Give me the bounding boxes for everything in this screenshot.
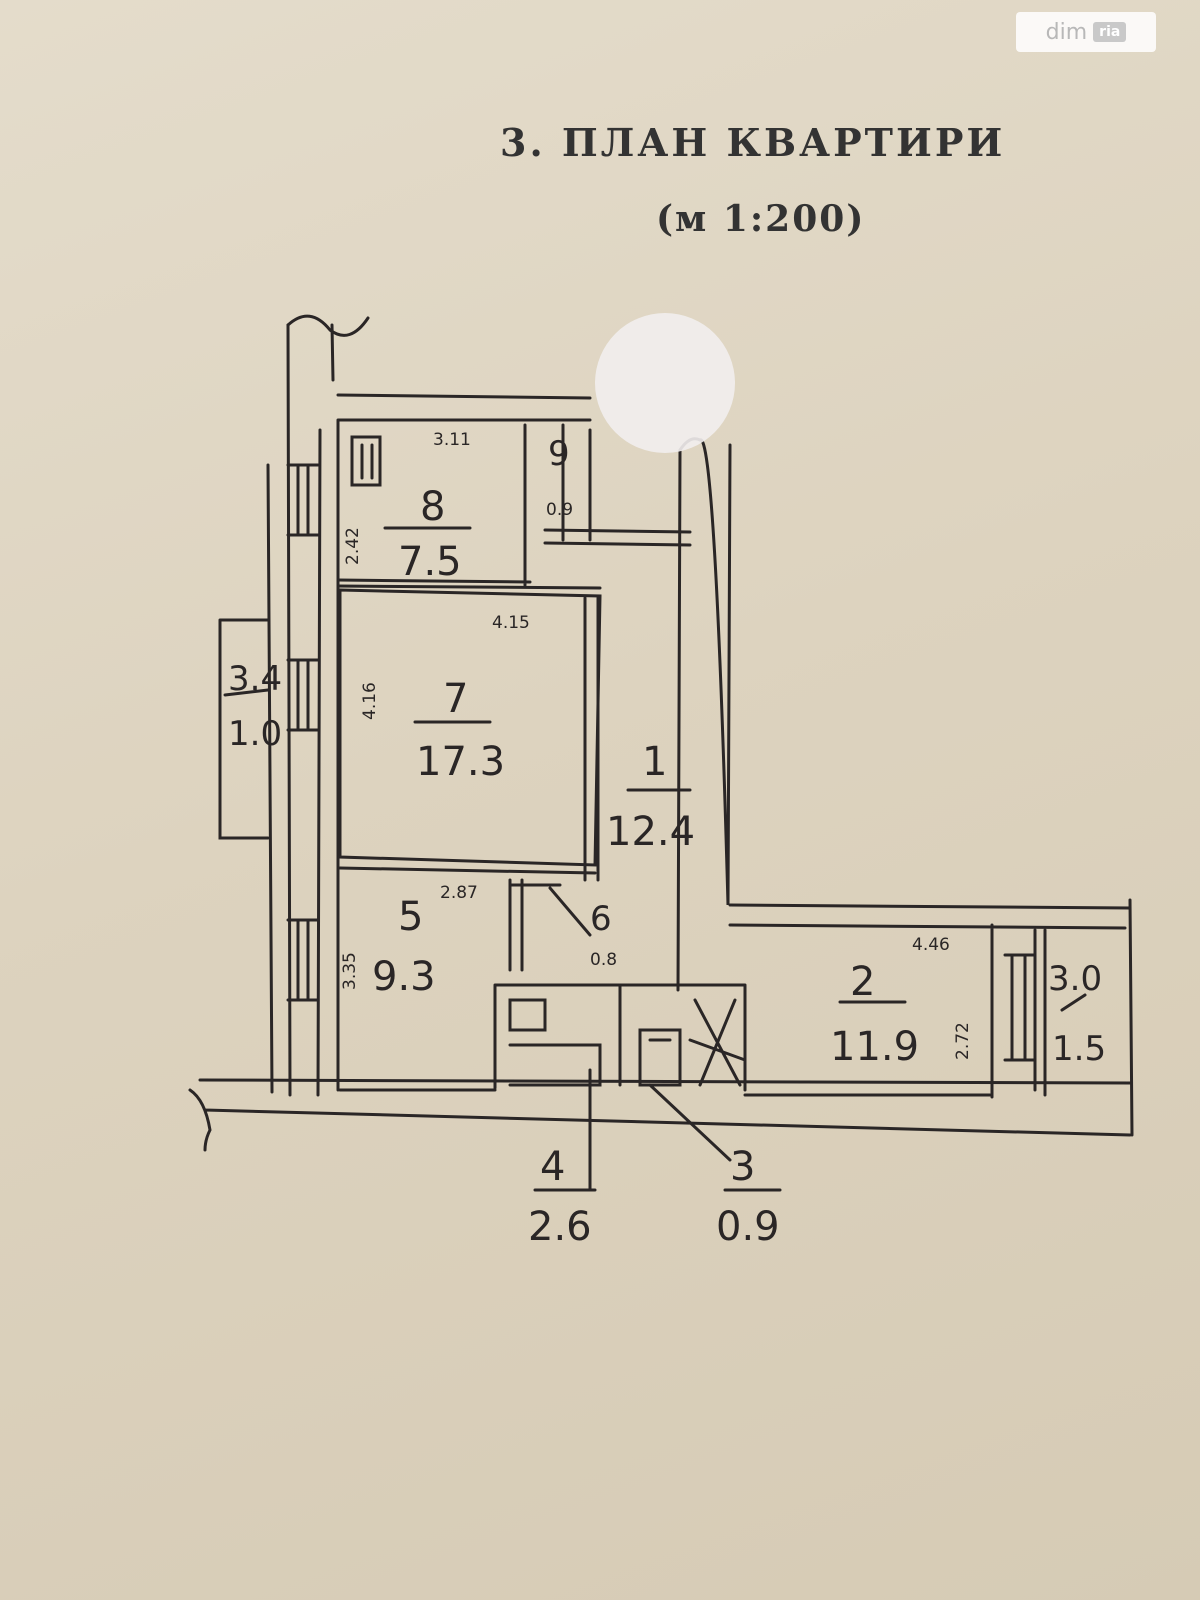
watermark-badge: ria bbox=[1093, 22, 1127, 42]
room-2-area: 11.9 bbox=[830, 1024, 919, 1070]
wall bbox=[728, 898, 1134, 1137]
room-2-number: 2 bbox=[850, 959, 875, 1005]
balcony-2-area: 1.5 bbox=[1052, 1029, 1106, 1069]
balcony-2-length: 3.0 bbox=[1048, 959, 1102, 999]
room-4-number: 4 bbox=[540, 1144, 565, 1190]
room-8-number: 8 bbox=[420, 484, 445, 530]
dim-room7-height: 4.16 bbox=[360, 682, 380, 720]
room-9-area: 0.9 bbox=[546, 500, 573, 520]
dim-room2-width: 4.46 bbox=[912, 935, 950, 955]
wall bbox=[338, 866, 597, 875]
wall bbox=[676, 437, 732, 992]
dim-room5-width: 2.87 bbox=[440, 883, 478, 903]
room-1-area: 12.4 bbox=[606, 809, 695, 855]
room-3-number: 3 bbox=[730, 1144, 755, 1190]
leader-line bbox=[548, 886, 732, 1192]
window bbox=[286, 463, 320, 537]
window bbox=[286, 658, 320, 732]
wall bbox=[286, 323, 335, 1097]
hatch bbox=[688, 998, 747, 1087]
wall bbox=[543, 528, 692, 547]
room-8-area: 7.5 bbox=[398, 539, 462, 585]
wall bbox=[583, 596, 600, 882]
room-4-area: 2.6 bbox=[528, 1204, 592, 1250]
dim-room5-height: 3.35 bbox=[340, 952, 360, 990]
balcony-wall bbox=[218, 618, 270, 840]
dim-room8-width: 3.11 bbox=[433, 430, 471, 450]
wall bbox=[336, 393, 592, 1092]
room-9-number: 9 bbox=[548, 434, 570, 474]
wall bbox=[188, 1078, 1132, 1152]
room-6-number: 6 bbox=[590, 899, 612, 939]
room-5-area: 9.3 bbox=[372, 954, 436, 1000]
fixture bbox=[638, 1028, 682, 1087]
window bbox=[286, 918, 320, 1002]
dim-room8-height: 2.42 bbox=[343, 527, 363, 565]
scale-label: (м 1:200) bbox=[656, 198, 866, 240]
watermark-text: dim bbox=[1045, 19, 1088, 45]
wall bbox=[266, 428, 322, 1097]
page-title: 3. ПЛАН КВАРТИРИ bbox=[500, 120, 1006, 165]
wall bbox=[338, 588, 602, 867]
dim-room7-width: 4.15 bbox=[492, 613, 530, 633]
blurred-stamp bbox=[595, 313, 735, 453]
watermark-logo: dim ria bbox=[1016, 12, 1156, 52]
room-1-number: 1 bbox=[642, 739, 667, 785]
break-line bbox=[286, 314, 370, 337]
wall bbox=[493, 983, 747, 1092]
vent bbox=[350, 435, 382, 487]
room-5-number: 5 bbox=[398, 894, 423, 940]
window bbox=[1003, 953, 1037, 1062]
wall bbox=[336, 423, 602, 590]
wall bbox=[508, 1043, 602, 1087]
dim-room2-height: 2.72 bbox=[953, 1022, 973, 1060]
room-7-area: 17.3 bbox=[416, 739, 505, 785]
fraction-line bbox=[223, 526, 1087, 1192]
wall bbox=[338, 1088, 992, 1097]
balcony-1-area: 1.0 bbox=[228, 714, 282, 754]
wall bbox=[508, 878, 562, 972]
room-6-area: 0.8 bbox=[590, 950, 617, 970]
wall bbox=[1033, 928, 1047, 1097]
room-7-number: 7 bbox=[443, 676, 468, 722]
balcony-1-length: 3.4 bbox=[228, 659, 282, 699]
room-3-area: 0.9 bbox=[716, 1204, 780, 1250]
